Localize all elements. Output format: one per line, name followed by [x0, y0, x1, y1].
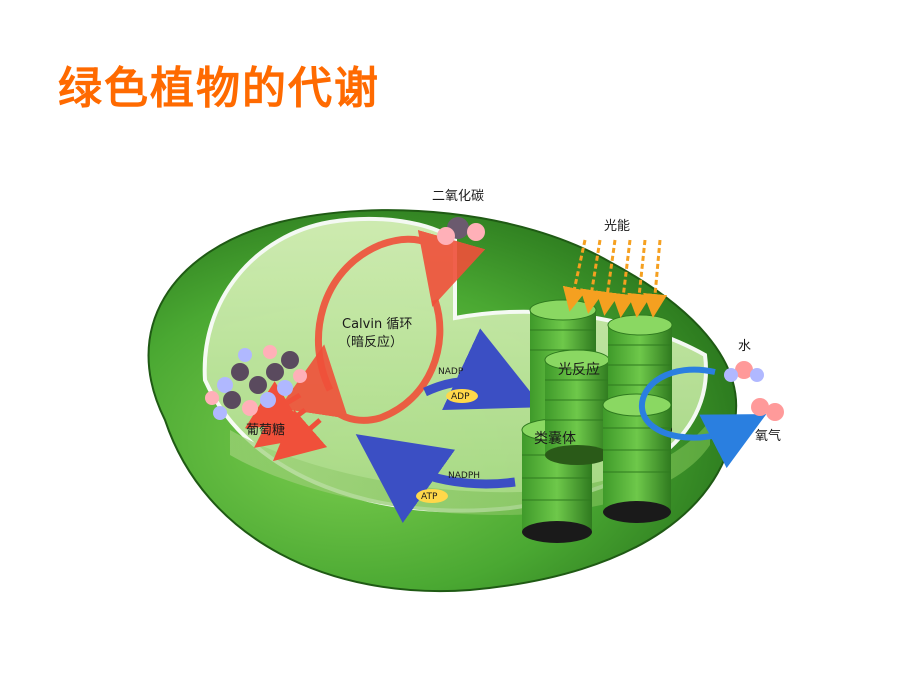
- page-title: 绿色植物的代谢: [58, 63, 380, 114]
- co2-label: 二氧化碳: [432, 189, 484, 204]
- grana-stacks: [521, 299, 673, 543]
- water-molecule: [724, 361, 764, 382]
- nadph-atp-arrow: [355, 434, 516, 523]
- adp-label: ADP: [451, 392, 470, 402]
- co2-molecule: [437, 217, 485, 245]
- nadp-adp-arrow: [423, 328, 543, 410]
- light-energy-label: 光能: [604, 219, 630, 234]
- light-energy-arrows: [562, 239, 668, 318]
- atp-label: ATP: [421, 492, 438, 502]
- glucose-molecule: [205, 345, 307, 420]
- granum-5: [602, 393, 672, 523]
- light-reaction-label: 光反应: [558, 361, 600, 378]
- dark-reaction-label: （暗反应）: [338, 334, 403, 350]
- atp-badge: [416, 489, 448, 503]
- calvin-cycle-arrows: [244, 230, 486, 462]
- oxygen-label: 氧气: [755, 428, 781, 444]
- water-label: 水: [738, 339, 751, 354]
- nadp-label: NADP: [438, 367, 464, 377]
- glucose-label: 葡萄糖: [246, 422, 285, 438]
- adp-badge: [446, 389, 478, 403]
- water-to-oxygen-arrow: [638, 366, 767, 469]
- calvin-cycle-label: Calvin 循环: [342, 317, 412, 332]
- thylakoid-label: 类囊体: [534, 430, 576, 447]
- oxygen-molecule: [751, 398, 784, 421]
- nadph-label: NADPH: [448, 471, 480, 481]
